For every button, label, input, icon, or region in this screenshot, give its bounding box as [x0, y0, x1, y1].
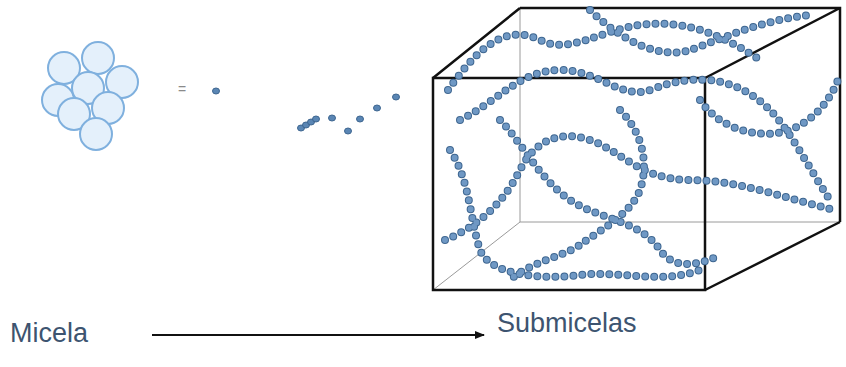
- dot-chain: [298, 94, 400, 134]
- transition-arrow: [152, 334, 484, 336]
- equals-sign: =: [178, 82, 186, 96]
- submicelle-label: Submicelas: [497, 310, 637, 337]
- volume-box: [433, 8, 840, 290]
- submicelle-chains: [445, 10, 838, 280]
- micelle: [42, 42, 138, 150]
- micelle-label: Micela: [10, 320, 88, 347]
- submicelle-dot: [213, 88, 220, 94]
